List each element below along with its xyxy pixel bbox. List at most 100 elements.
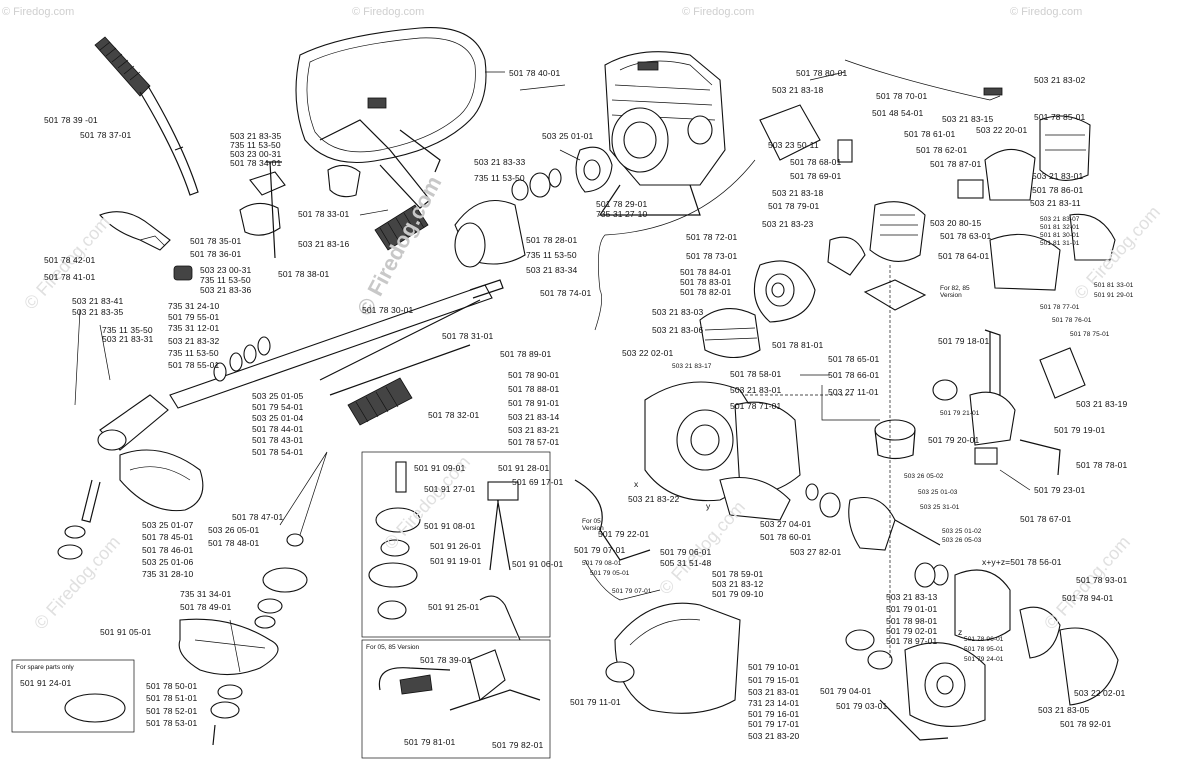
part-label-small: 501 78 76-01 xyxy=(1052,317,1092,324)
part-label: 501 78 37-01 xyxy=(80,130,132,140)
part-label-small: 501 81 32-01 xyxy=(1040,224,1080,231)
carburetor-drawing xyxy=(827,201,926,276)
part-label: 501 78 38-01 xyxy=(278,269,330,279)
part-label: 735 11 53-50 xyxy=(230,140,281,150)
part-label: 501 78 74-01 xyxy=(540,288,592,298)
part-label: 501 78 51-01 xyxy=(146,693,198,703)
part-label: 503 21 83-32 xyxy=(168,336,220,346)
part-label: 501 79 82-01 xyxy=(492,740,544,750)
trimmer-head-box xyxy=(361,451,551,638)
shaft-grip-drawing xyxy=(347,377,413,426)
part-label: 505 31 51-48 xyxy=(660,558,712,568)
part-label: 501 78 31-01 xyxy=(442,331,494,341)
part-label: 503 23 00-31 xyxy=(230,149,282,159)
part-label: 503 21 83-35 xyxy=(230,131,282,141)
part-label: 501 78 86-01 xyxy=(1032,185,1084,195)
part-label: 501 78 45-01 xyxy=(142,532,194,542)
part-label: 503 21 83-18 xyxy=(772,188,824,198)
part-label: 503 21 83-31 xyxy=(102,334,154,344)
part-label: 501 79 03-01 xyxy=(836,701,888,711)
part-label: 503 21 83-01 xyxy=(730,385,782,395)
part-label: 501 78 87-01 xyxy=(930,159,982,169)
part-label: 501 79 06-01 xyxy=(660,547,712,557)
part-label: 501 78 82-01 xyxy=(680,287,732,297)
throttle-trigger-drawing xyxy=(99,211,171,251)
part-label: 501 78 52-01 xyxy=(146,706,198,716)
support-cup-drawing xyxy=(262,567,308,593)
part-label: 501 79 22-01 xyxy=(598,529,650,539)
part-label: 501 78 40-01 xyxy=(509,68,561,78)
part-label: 501 91 19-01 xyxy=(430,556,482,566)
part-label: 735 31 27-10 xyxy=(596,209,648,219)
cylinder-cover-drawing xyxy=(699,308,761,359)
part-label: 501 79 23-01 xyxy=(1034,485,1086,495)
part-label: 501 79 11-01 xyxy=(570,697,621,707)
part-label: 503 25 01-06 xyxy=(142,557,194,567)
part-label: 501 78 59-01 xyxy=(712,569,764,579)
part-label: 503 23 50-11 xyxy=(768,140,819,150)
part-label: 501 78 42-01 xyxy=(44,255,96,265)
watermark: © Firedog.com xyxy=(352,6,425,18)
part-label: 735 31 34-01 xyxy=(180,589,232,599)
part-label: 501 78 36-01 xyxy=(190,249,242,259)
part-label-small: 501 81 33-01 xyxy=(1094,282,1134,289)
part-label: 501 78 79-01 xyxy=(768,201,820,211)
part-label: 501 78 78-01 xyxy=(1076,460,1128,470)
part-label: 501 78 46-01 xyxy=(142,545,194,555)
part-label: 501 78 39 -01 xyxy=(44,115,98,125)
part-label: 501 91 25-01 xyxy=(428,602,480,612)
grip-sleeve-drawing xyxy=(374,204,429,251)
part-label: 503 21 83-18 xyxy=(772,85,824,95)
version-box-05-85 xyxy=(361,639,551,759)
watermark: © Firedog.com xyxy=(2,6,75,18)
note-version-82-85: For 82, 85 Version xyxy=(940,285,970,299)
part-label: 503 21 83-03 xyxy=(652,307,704,317)
trimmer-head-drawing xyxy=(368,461,521,641)
part-label: 735 31 24-10 xyxy=(168,301,220,311)
part-label: 501 78 58-01 xyxy=(730,369,782,379)
part-label: 501 69 17-01 xyxy=(512,477,564,487)
marker-y: y xyxy=(706,501,711,511)
part-label-small: 503 26 05-03 xyxy=(942,537,982,544)
clamp-lower-drawing xyxy=(239,202,281,236)
part-label: 501 78 89-01 xyxy=(500,349,552,359)
clutch-housing-drawing xyxy=(454,168,562,268)
part-label: 501 78 53-01 xyxy=(146,718,198,728)
part-label: 503 21 83-06 xyxy=(652,325,704,335)
part-label: 503 22 02-01 xyxy=(622,348,674,358)
gasket-drawing xyxy=(863,279,927,311)
part-label: 501 79 15-01 xyxy=(748,675,800,685)
part-label: 503 21 83-14 xyxy=(508,412,560,422)
part-label: 503 21 83-16 xyxy=(298,239,350,249)
part-label: 503 25 01-07 xyxy=(142,520,194,530)
part-label: 503 21 83-22 xyxy=(628,494,680,504)
part-label: 503 27 11-01 xyxy=(828,387,879,397)
part-label: 501 79 09-10 xyxy=(712,589,764,599)
part-label: 501 78 85-01 xyxy=(1034,112,1086,122)
starter-assembly-drawing xyxy=(845,569,1119,727)
part-label: 503 21 83-35 xyxy=(72,307,124,317)
shaft-rings-drawing xyxy=(213,336,271,382)
part-label: 501 78 92-01 xyxy=(1060,719,1112,729)
part-label-small: 501 78 75-01 xyxy=(1070,331,1110,338)
part-label: 503 26 05-01 xyxy=(208,525,260,535)
part-label: 503 21 83-11 xyxy=(1030,198,1081,208)
part-label: 501 78 32-01 xyxy=(428,410,480,420)
part-label: 501 78 91-01 xyxy=(508,398,560,408)
blade-drawing xyxy=(178,618,279,676)
engine-assembly-drawing xyxy=(598,51,726,216)
part-label: 501 78 68-01 xyxy=(790,157,842,167)
part-label: 501 78 41-01 xyxy=(44,272,96,282)
marker-z: z xyxy=(958,627,963,637)
handle-05-version-drawing xyxy=(378,649,541,711)
part-label: 501 78 72-01 xyxy=(686,232,738,242)
part-label: 503 21 83-13 xyxy=(886,592,938,602)
piston-drawing xyxy=(874,419,916,441)
part-label: 501 78 64-01 xyxy=(938,251,990,261)
part-label: 503 21 83-41 xyxy=(72,296,124,306)
part-label: 735 11 35-50 xyxy=(102,325,153,335)
part-label-small: 501 79 05-01 xyxy=(590,570,630,577)
harness-drawing xyxy=(295,27,487,209)
part-label: 503 21 83-33 xyxy=(474,157,526,167)
